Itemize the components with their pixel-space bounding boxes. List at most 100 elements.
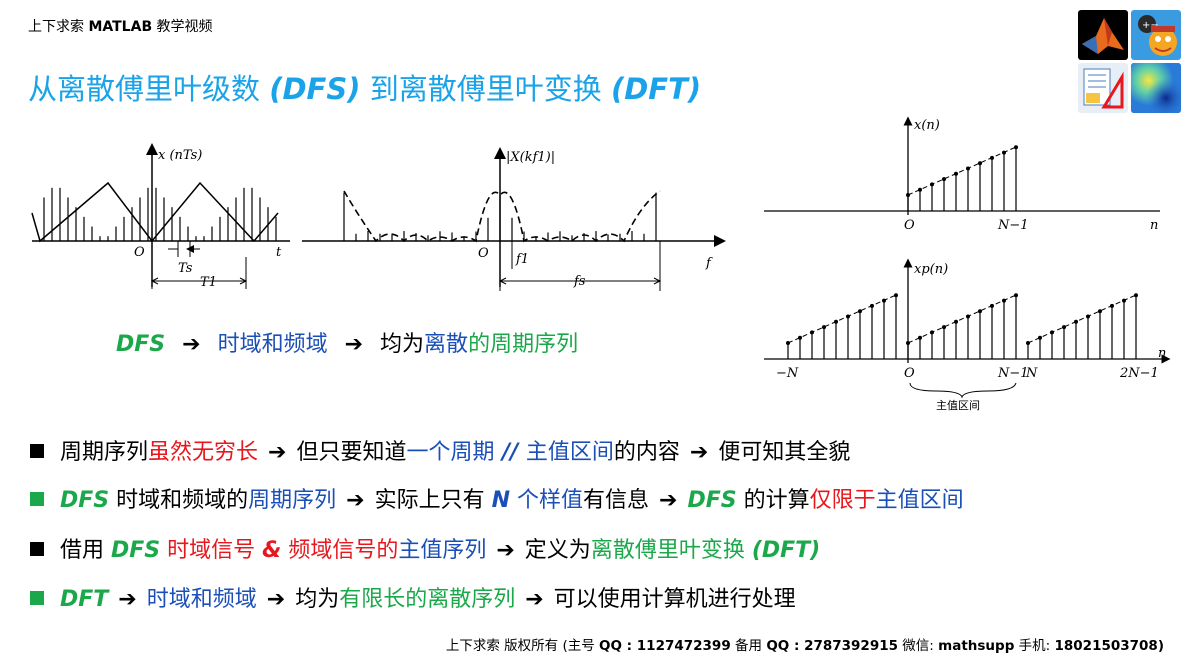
nm1-label: N−1 (997, 366, 1029, 381)
square-bullet-icon (30, 542, 44, 556)
arrow-icon: ➔ (182, 332, 201, 357)
dfs-label: DFS (116, 332, 166, 357)
figure-time-periodic: x (nTs) O t Ts T1 (31, 143, 290, 290)
sample-dot (822, 325, 826, 330)
square-bullet-icon (30, 591, 44, 605)
footer-text: QQ : 2787392915 (766, 638, 898, 654)
text: 虽然无穷长 (148, 440, 259, 465)
footer-text: 微信: (898, 638, 939, 654)
triangle-envelope (31, 181, 279, 243)
header-text: 上下求索 MATLAB 教学视频 (28, 16, 213, 36)
text: 但只要知道 (296, 440, 407, 465)
y-axis-label: |X(kf1)| (506, 150, 555, 165)
footer-text: 18021503708) (1054, 638, 1165, 654)
x-axis-label: t (276, 245, 282, 260)
arrow-icon: ➔ (344, 332, 364, 357)
t1-label: T1 (200, 275, 217, 290)
dfs-summary-line: DFS ➔ 时域和频域 ➔ 均为离散的周期序列 (116, 326, 578, 358)
nm1-label: N−1 (997, 218, 1029, 233)
text: 的 (376, 538, 399, 563)
text: N (491, 488, 511, 513)
copyright-footer: 上下求索 版权所有 (主号 QQ : 1127472399 备用 QQ : 27… (446, 634, 1164, 654)
fs-label: fs (573, 274, 586, 289)
text: 可以使用计算机进行处理 (553, 587, 796, 612)
y-axis-label: x (nTs) (158, 148, 202, 163)
ts-label: Ts (178, 261, 193, 276)
text: DFS (687, 488, 737, 513)
svg-text:+−: +− (1142, 20, 1159, 31)
sample-dot (858, 309, 862, 314)
text: 主值区间 (525, 440, 614, 465)
origin-label: O (478, 246, 489, 261)
arrow-icon: ➔ (266, 587, 286, 612)
interval-label: 主值区间 (936, 399, 980, 412)
text: 主值区间 (875, 488, 964, 513)
arrow-icon: ➔ (346, 488, 365, 513)
bullet-row-1: 周期序列虽然无穷长➔但只要知道一个周期 // 主值区间的内容➔便可知其全貌 (30, 434, 850, 466)
sample-dot (1098, 309, 1102, 314)
sequence-stems (906, 145, 1018, 211)
arrow-icon: ➔ (525, 587, 544, 612)
square-bullet-icon (30, 492, 44, 506)
sample-dot (1014, 293, 1018, 298)
sample-dot (978, 309, 982, 314)
text: 仅限于 (809, 488, 876, 513)
text: 均为 (295, 587, 340, 612)
minus-n-label: −N (776, 366, 799, 381)
text: 的计算 (736, 488, 810, 513)
spectrum-stems (343, 192, 657, 241)
text: DFS (60, 488, 110, 513)
figure-spectrum: |X(kf1)| O f f1 fs (302, 147, 726, 291)
sample-dot (1062, 325, 1066, 330)
text: DFS (111, 538, 161, 563)
bullet-row-3: 借用 DFS 时域信号 & 频域信号的主值序列➔定义为离散傅里叶变换 (DFT) (30, 532, 820, 564)
footer-text: 上下求索 版权所有 (主号 (445, 638, 600, 654)
two-n-minus-1-label: 2N−1 (1119, 366, 1159, 381)
origin-label: O (904, 218, 915, 233)
x-axis-label: f (705, 256, 713, 271)
footer-text: 备用 (730, 638, 767, 654)
matlab-logo (1078, 10, 1128, 60)
y-axis-label: x(n) (914, 118, 940, 133)
periodic-envelope (787, 294, 1137, 344)
sample-dot (1014, 145, 1018, 150)
header-suffix: 教学视频 (152, 19, 213, 35)
sample-dot (978, 161, 982, 166)
text: 主值序列 (398, 538, 487, 563)
origin-label: O (904, 366, 915, 381)
header-bold: MATLAB (88, 19, 153, 35)
character-logo: +− (1131, 10, 1181, 60)
domain-text: 时域和频域 (217, 332, 328, 357)
discrete-text: 离散 (424, 332, 469, 357)
text: 有限长的离散序列 (339, 587, 516, 612)
text: 时域信号 (160, 538, 263, 563)
figure-periodic-sequence: xp(n) −N O N−1 N 2N−1 n 主值区间 (764, 258, 1171, 412)
text: 频域信号 (281, 538, 377, 563)
text: & (262, 538, 282, 563)
header-prefix: 上下求索 (28, 19, 89, 35)
x-axis-label: n (1158, 346, 1166, 361)
periodic-stems (786, 293, 1138, 359)
text: 离散傅里叶变换 (590, 538, 752, 563)
text: 便可知其全貌 (718, 440, 851, 465)
text: 借用 (60, 538, 111, 563)
title-dft: (DFT) (610, 72, 702, 106)
sample-dot (942, 177, 946, 182)
document-logo (1078, 63, 1128, 113)
text: 一个周期 (406, 440, 495, 465)
sample-dot (918, 335, 922, 340)
title-part2: 到离散傅里叶变换 (360, 72, 611, 106)
heatmap-logo (1131, 63, 1181, 113)
of-text: 的 (468, 332, 491, 357)
square-bullet-icon (30, 444, 44, 458)
text: 实际上只有 (374, 488, 492, 513)
arrow-icon: ➔ (689, 440, 709, 465)
arrow-icon: ➔ (496, 538, 515, 563)
text: 定义为 (524, 538, 591, 563)
f1-label: f1 (515, 252, 529, 267)
n-label: N (1025, 366, 1038, 381)
spectrum-envelope (343, 190, 661, 243)
bullet-row-2: DFS 时域和频域的周期序列➔实际上只有 N 个样值有信息➔DFS 的计算仅限于… (30, 482, 964, 514)
sample-dot (894, 293, 898, 298)
sample-dot (1134, 293, 1138, 298)
